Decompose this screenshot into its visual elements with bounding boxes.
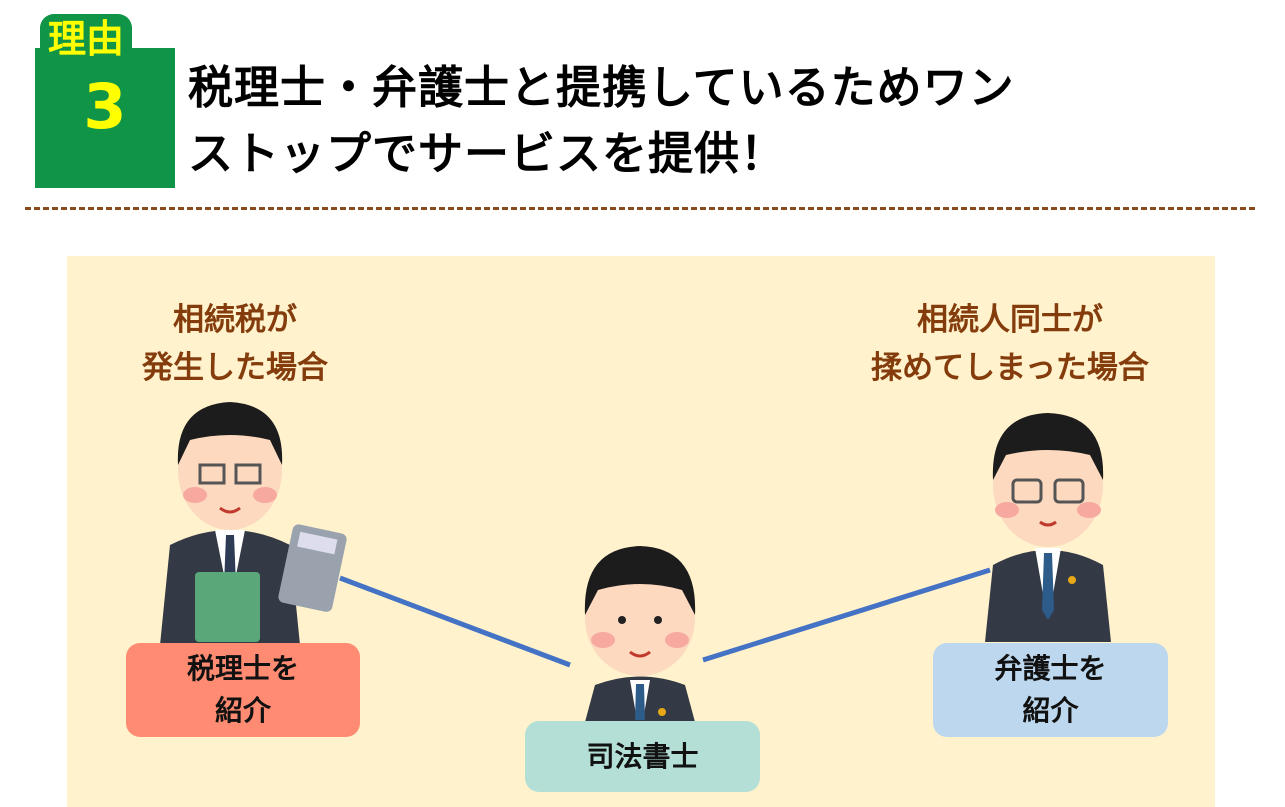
case-heir-dispute: 相続人同士が 揉めてしまった場合 xyxy=(810,296,1210,392)
box-line: 弁護士を xyxy=(994,652,1107,685)
box-line: 紹介 xyxy=(1022,694,1079,727)
tax-accountant-figure xyxy=(160,402,347,645)
title-line-2: ストップでサービスを提供！ xyxy=(188,127,787,180)
connector-line xyxy=(702,567,991,663)
lawyer-figure xyxy=(985,413,1111,642)
divider xyxy=(25,207,1255,210)
box-line: 紹介 xyxy=(214,694,271,727)
case-inheritance-tax: 相続税が 発生した場合 xyxy=(100,296,370,392)
reason-number: 3 xyxy=(83,70,127,143)
case-line: 発生した場合 xyxy=(142,350,328,386)
connector-line xyxy=(339,575,571,668)
judicial-scrivener-box: 司法書士 xyxy=(525,721,760,792)
reason-label: 理由 xyxy=(40,14,133,64)
introduce-lawyer-box: 弁護士を 紹介 xyxy=(933,643,1168,737)
case-line: 相続人同士が xyxy=(917,302,1103,338)
judicial-scrivener-figure xyxy=(584,546,696,722)
reason-badge xyxy=(35,48,175,188)
case-line: 相続税が xyxy=(173,302,297,338)
box-line: 税理士を xyxy=(186,652,299,685)
box-line: 司法書士 xyxy=(586,739,699,773)
page-title: 税理士・弁護士と提携しているためワン ストップでサービスを提供！ xyxy=(188,55,1268,187)
case-line: 揉めてしまった場合 xyxy=(871,350,1149,386)
introduce-tax-accountant-box: 税理士を 紹介 xyxy=(126,643,360,737)
title-line-1: 税理士・弁護士と提携しているためワン xyxy=(188,61,1015,114)
